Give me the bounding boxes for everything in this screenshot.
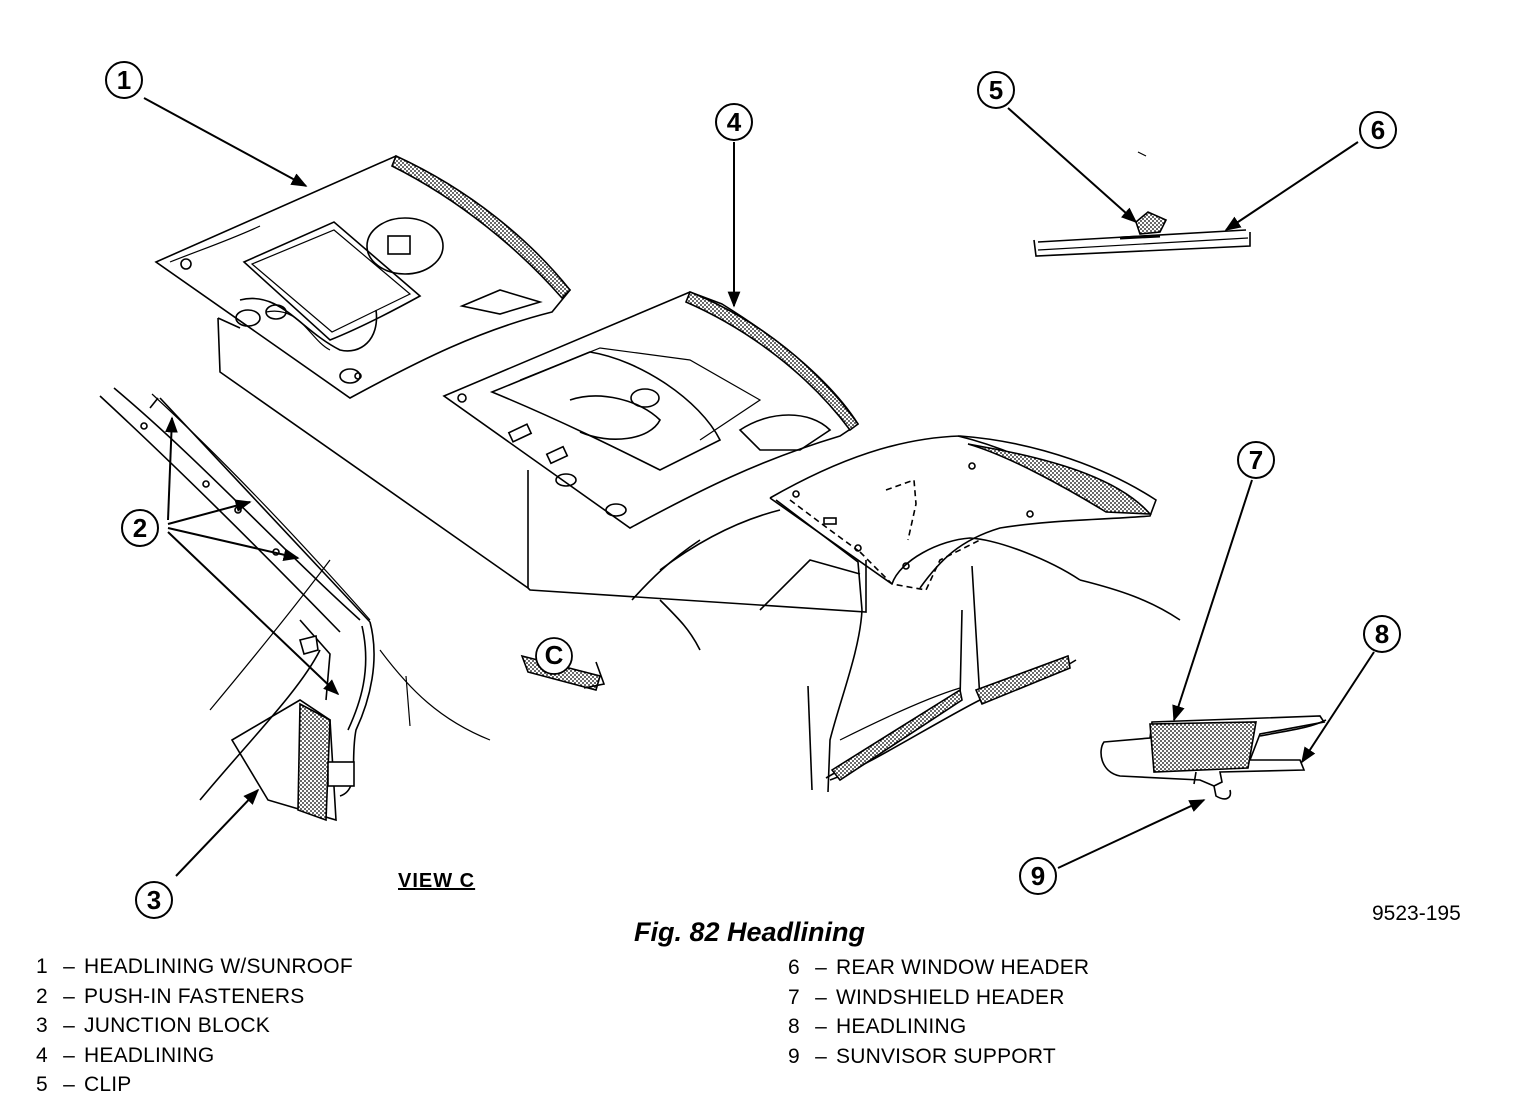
body-panel-outline: [217, 317, 867, 613]
leader-2a: [165, 416, 178, 521]
rear-window-header-drawing: [1033, 211, 1251, 257]
headlining-sunroof-drawing: [154, 154, 572, 399]
callout-3: 3: [135, 881, 173, 919]
callout-9: 9: [1019, 857, 1057, 895]
leader-6: [1224, 141, 1359, 231]
leader-2b: [167, 499, 252, 525]
view-c-arrow-marker: C: [520, 637, 606, 691]
callout-2: 2: [121, 509, 159, 547]
headlining-drawing: [442, 290, 860, 529]
leader-2c: [167, 527, 300, 561]
svg-text:1: 1: [117, 65, 131, 95]
view-c-marker-letter: C: [545, 640, 564, 670]
tick-mark: [1137, 151, 1147, 157]
svg-text:3: 3: [147, 885, 161, 915]
legend-item-5: 5–CLIP: [36, 1073, 132, 1097]
figure-code: 9523-195: [1372, 902, 1461, 925]
leader-7: [1172, 479, 1253, 722]
leader-lines: [143, 97, 1375, 877]
svg-text:2: 2: [133, 513, 147, 543]
legend-item-8: 8–HEADLINING: [788, 1015, 967, 1039]
svg-text:4: 4: [727, 107, 742, 137]
leader-9: [1057, 799, 1206, 869]
legend-item-6: 6–REAR WINDOW HEADER: [788, 956, 1090, 979]
svg-text:5: 5: [989, 75, 1003, 105]
callout-5: 5: [977, 71, 1015, 109]
callout-1: 1: [105, 61, 143, 99]
legend-item-4: 4–HEADLINING: [36, 1043, 215, 1067]
legend-item-7: 7–WINDSHIELD HEADER: [788, 985, 1065, 1009]
callout-6: 6: [1359, 111, 1397, 149]
callout-4: 4: [715, 103, 753, 141]
svg-text:7: 7: [1249, 445, 1263, 475]
leader-3: [175, 788, 260, 877]
svg-text:9: 9: [1031, 861, 1045, 891]
leader-8: [1301, 651, 1375, 764]
legend-right: 6–REAR WINDOW HEADER 7–WINDSHIELD HEADER…: [788, 953, 1089, 1071]
view-c-label: VIEW C: [398, 870, 476, 892]
svg-text:8: 8: [1375, 619, 1389, 649]
callout-8: 8: [1363, 615, 1401, 653]
figure-title: Fig. 82 Headlining: [634, 917, 866, 947]
legend-left: 1–HEADLINING W/SUNROOF 2–PUSH-IN FASTENE…: [36, 952, 353, 1100]
leader-1: [143, 97, 308, 187]
car-body-drawing: [659, 435, 1181, 793]
legend-item-3: 3–JUNCTION BLOCK: [36, 1014, 270, 1038]
legend-item-2: 2–PUSH-IN FASTENERS: [36, 984, 305, 1008]
callout-7: 7: [1237, 441, 1275, 479]
leader-2d: [167, 531, 340, 696]
legend-item-9: 9–SUNVISOR SUPPORT: [788, 1044, 1056, 1068]
legend-item-1: 1–HEADLINING W/SUNROOF: [36, 955, 353, 978]
svg-text:6: 6: [1371, 115, 1385, 145]
windshield-header-drawing: [1100, 715, 1327, 800]
callouts: 1 2 3 4 5 6 7 8: [105, 61, 1401, 919]
leader-5: [1007, 107, 1138, 224]
view-c-drawing: [99, 387, 491, 822]
